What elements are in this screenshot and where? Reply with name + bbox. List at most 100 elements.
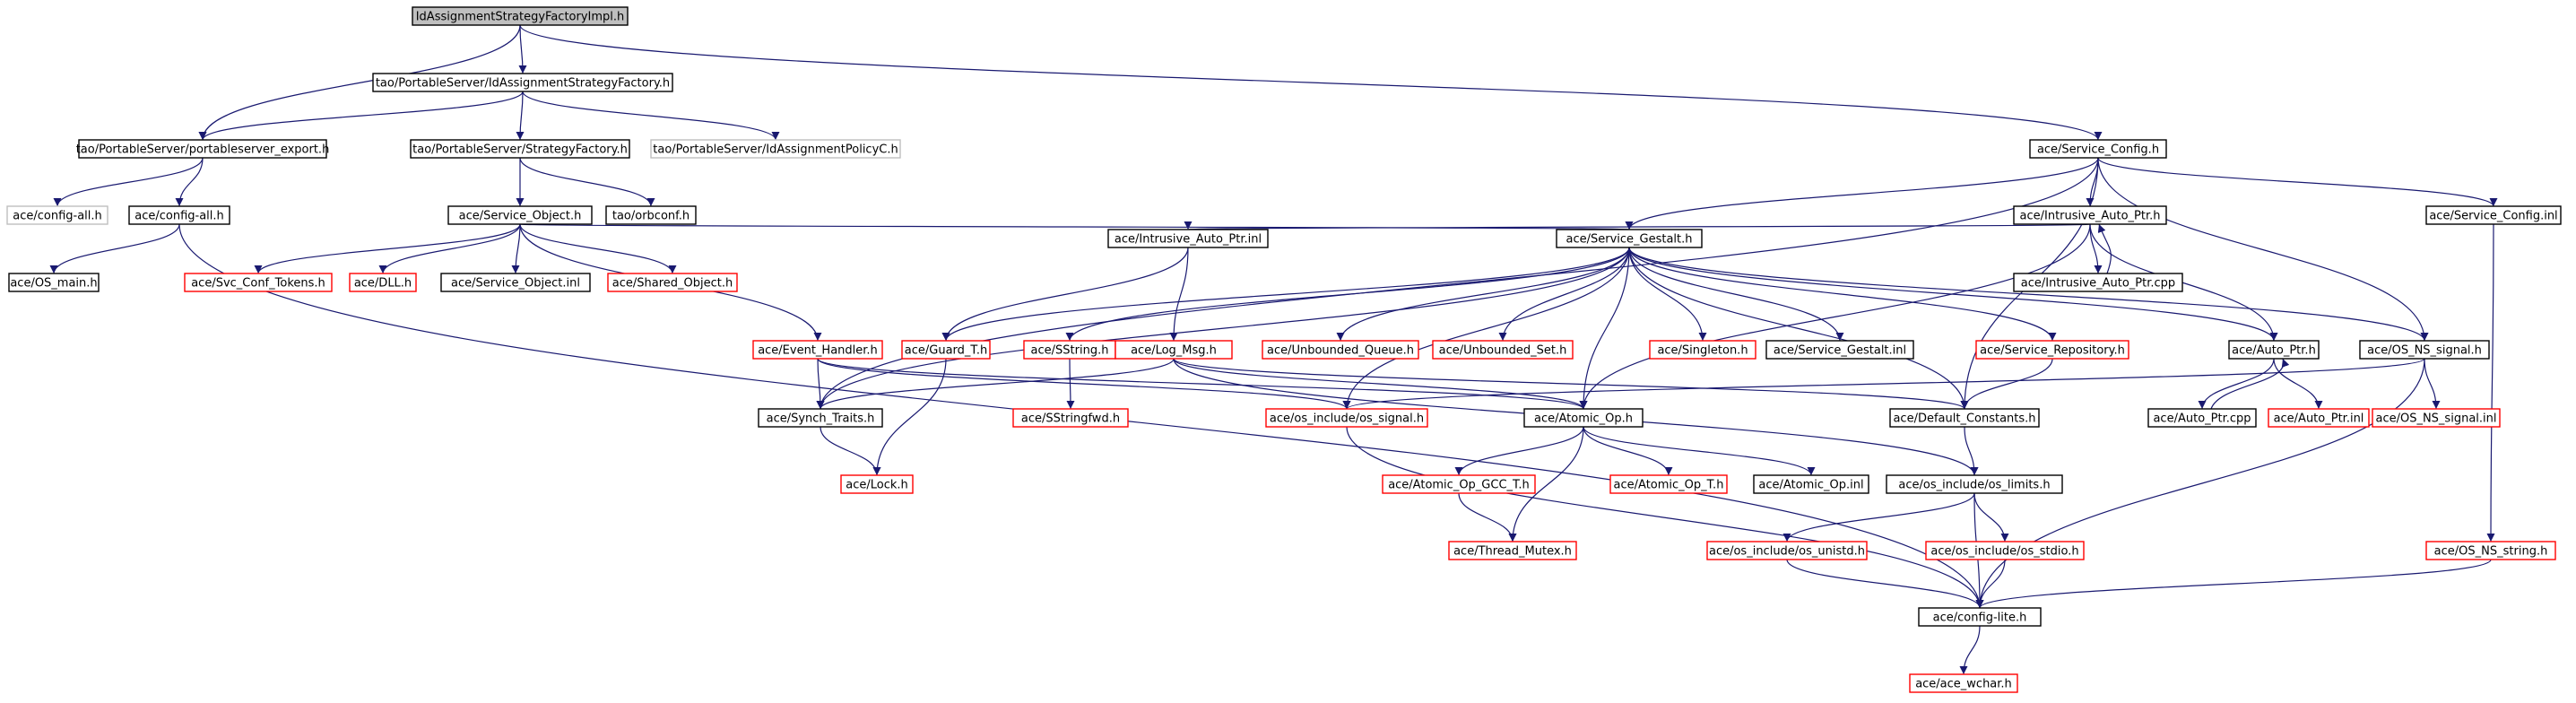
edge-autoptr-to-apcpp <box>2198 358 2275 410</box>
node-label-soinl: ace/Service_Object.inl <box>451 277 580 291</box>
edge-ossig-to-cfglite <box>1346 426 1984 609</box>
node-label-ispf: tao/PortableServer/IdAssignmentStrategyF… <box>376 77 670 91</box>
edge-pse-to-acecfgall <box>175 157 204 207</box>
edge-so-to-sg <box>519 220 1630 230</box>
node-label-nssiginl: ace/OS_NS_signal.inl <box>2375 412 2496 426</box>
edge-sstr-to-sstrfwd <box>1066 358 1075 410</box>
node-box-svctok <box>184 273 333 292</box>
node-apcpp[interactable]: ace/Auto_Ptr.cpp <box>2147 408 2257 428</box>
node-aot[interactable]: ace/Atomic_Op_T.h <box>1609 474 1728 494</box>
node-box-evh <box>752 340 883 360</box>
node-label-osmain: ace/OS_main.h <box>10 277 97 291</box>
edge-nssig-to-nssiginl <box>2424 358 2441 410</box>
edge-nssig-to-ossig <box>1342 358 2425 410</box>
node-synch[interactable]: ace/Synch_Traits.h <box>758 408 883 428</box>
node-soinl[interactable]: ace/Service_Object.inl <box>440 273 591 292</box>
node-box-pse <box>78 139 327 159</box>
edge-apcpp-to-autoptr <box>2210 358 2290 410</box>
node-label-lock: ace/Lock.h <box>846 479 908 492</box>
node-label-cfglite: ace/config-lite.h <box>1933 612 2027 625</box>
node-box-synch <box>758 408 883 428</box>
node-aogcc[interactable]: ace/Atomic_Op_GCC_T.h <box>1382 474 1536 494</box>
node-autoptr[interactable]: ace/Auto_Ptr.h <box>2228 340 2320 360</box>
node-box-sstrfwd <box>1012 408 1129 428</box>
node-nssig[interactable]: ace/OS_NS_signal.h <box>2359 340 2490 360</box>
edge-sg-to-ubq <box>1336 247 1630 342</box>
node-dll[interactable]: ace/DLL.h <box>349 273 417 292</box>
node-box-srep <box>1975 340 2129 360</box>
edge-atomic-to-aogcc <box>1454 426 1584 476</box>
node-defc[interactable]: ace/Default_Constants.h <box>1889 408 2040 428</box>
node-acecfgall[interactable]: ace/config-all.h <box>128 205 230 225</box>
node-orb[interactable]: tao/orbconf.h <box>605 205 697 225</box>
node-osuni[interactable]: ace/os_include/os_unistd.h <box>1706 541 1868 560</box>
node-label-iapcpp: ace/Intrusive_Auto_Ptr.cpp <box>2021 277 2175 291</box>
node-nssiginl[interactable]: ace/OS_NS_signal.inl <box>2372 408 2501 428</box>
node-label-logmsg: ace/Log_Msg.h <box>1131 344 1217 358</box>
node-sstr[interactable]: ace/SString.h <box>1023 340 1116 360</box>
node-evh[interactable]: ace/Event_Handler.h <box>752 340 883 360</box>
node-ispf[interactable]: tao/PortableServer/IdAssignmentStrategyF… <box>372 73 673 92</box>
node-box-aogcc <box>1382 474 1536 494</box>
node-ubs[interactable]: ace/Unbounded_Set.h <box>1432 340 1574 360</box>
node-apinl[interactable]: ace/Auto_Ptr.inl <box>2268 408 2370 428</box>
node-iap[interactable]: ace/Intrusive_Auto_Ptr.h <box>2013 205 2167 225</box>
node-label-nsstr: ace/OS_NS_string.h <box>2434 545 2548 559</box>
edge-root-to-ispf <box>518 24 527 74</box>
node-pse[interactable]: tao/PortableServer/portableserver_export… <box>76 139 330 159</box>
node-sginl[interactable]: ace/Service_Gestalt.inl <box>1765 340 1914 360</box>
node-sf[interactable]: tao/PortableServer/StrategyFactory.h <box>410 139 630 159</box>
edge-iapcpp-to-iap <box>2097 223 2112 274</box>
node-iapc[interactable]: tao/PortableServer/IdAssignmentPolicyC.h <box>650 139 901 159</box>
edge-so-to-svctok <box>254 223 521 274</box>
edge-sc-to-nssig <box>2097 157 2429 342</box>
node-label-root: IdAssignmentStrategyFactoryImpl.h <box>416 11 625 24</box>
node-sstrfwd[interactable]: ace/SStringfwd.h <box>1012 408 1129 428</box>
node-label-srep: ace/Service_Repository.h <box>1980 344 2125 358</box>
node-aoinl[interactable]: ace/Atomic_Op.inl <box>1753 474 1869 494</box>
node-box-sf <box>410 139 630 159</box>
edge-atomic-to-aot <box>1583 426 1673 476</box>
node-box-apinl <box>2268 408 2370 428</box>
node-sg[interactable]: ace/Service_Gestalt.h <box>1556 229 1703 248</box>
edge-sg-to-ossig <box>1342 247 1630 410</box>
node-srep[interactable]: ace/Service_Repository.h <box>1975 340 2129 360</box>
node-label-so: ace/Service_Object.h <box>459 210 582 223</box>
node-atomic[interactable]: ace/Atomic_Op.h <box>1523 408 1644 428</box>
node-single[interactable]: ace/Singleton.h <box>1649 340 1756 360</box>
node-lock[interactable]: ace/Lock.h <box>840 474 914 494</box>
node-tmutex[interactable]: ace/Thread_Mutex.h <box>1448 541 1577 560</box>
node-shobj[interactable]: ace/Shared_Object.h <box>607 273 738 292</box>
edge-root-to-pse <box>198 24 521 141</box>
node-cfglite[interactable]: ace/config-lite.h <box>1918 607 2042 627</box>
node-label-tmutex: ace/Thread_Mutex.h <box>1453 545 1572 559</box>
node-nsstr[interactable]: ace/OS_NS_string.h <box>2425 541 2556 560</box>
node-so[interactable]: ace/Service_Object.h <box>447 205 593 225</box>
node-ossig[interactable]: ace/os_include/os_signal.h <box>1265 408 1428 428</box>
node-sc[interactable]: ace/Service_Config.h <box>2029 139 2167 159</box>
node-label-ossig: ace/os_include/os_signal.h <box>1270 412 1424 426</box>
edge-oslim-to-osstdio <box>1973 492 2009 542</box>
node-osstdio[interactable]: ace/os_include/os_stdio.h <box>1925 541 2085 560</box>
node-osmain[interactable]: ace/OS_main.h <box>8 273 100 292</box>
node-scinl[interactable]: ace/Service_Config.inl <box>2425 205 2562 225</box>
node-box-iapinl <box>1107 229 1269 248</box>
node-cfgall[interactable]: ace/config-all.h <box>6 205 108 225</box>
node-iapinl[interactable]: ace/Intrusive_Auto_Ptr.inl <box>1107 229 1269 248</box>
node-svctok[interactable]: ace/Svc_Conf_Tokens.h <box>184 273 333 292</box>
node-box-wchar <box>1909 673 2018 693</box>
node-label-shobj: ace/Shared_Object.h <box>612 277 733 291</box>
node-box-atomic <box>1523 408 1644 428</box>
node-logmsg[interactable]: ace/Log_Msg.h <box>1115 340 1233 360</box>
node-iapcpp[interactable]: ace/Intrusive_Auto_Ptr.cpp <box>2013 273 2183 292</box>
node-label-osuni: ace/os_include/os_unistd.h <box>1709 545 1865 559</box>
node-oslim[interactable]: ace/os_include/os_limits.h <box>1886 474 2063 494</box>
node-label-sf: tao/PortableServer/StrategyFactory.h <box>412 143 628 157</box>
node-ubq[interactable]: ace/Unbounded_Queue.h <box>1262 340 1419 360</box>
node-root[interactable]: IdAssignmentStrategyFactoryImpl.h <box>412 6 629 26</box>
node-guard[interactable]: ace/Guard_T.h <box>901 340 991 360</box>
edge-sg-to-srep <box>1628 247 2057 342</box>
node-box-ispf <box>372 73 673 92</box>
node-wchar[interactable]: ace/ace_wchar.h <box>1909 673 2018 693</box>
node-box-ubq <box>1262 340 1419 360</box>
